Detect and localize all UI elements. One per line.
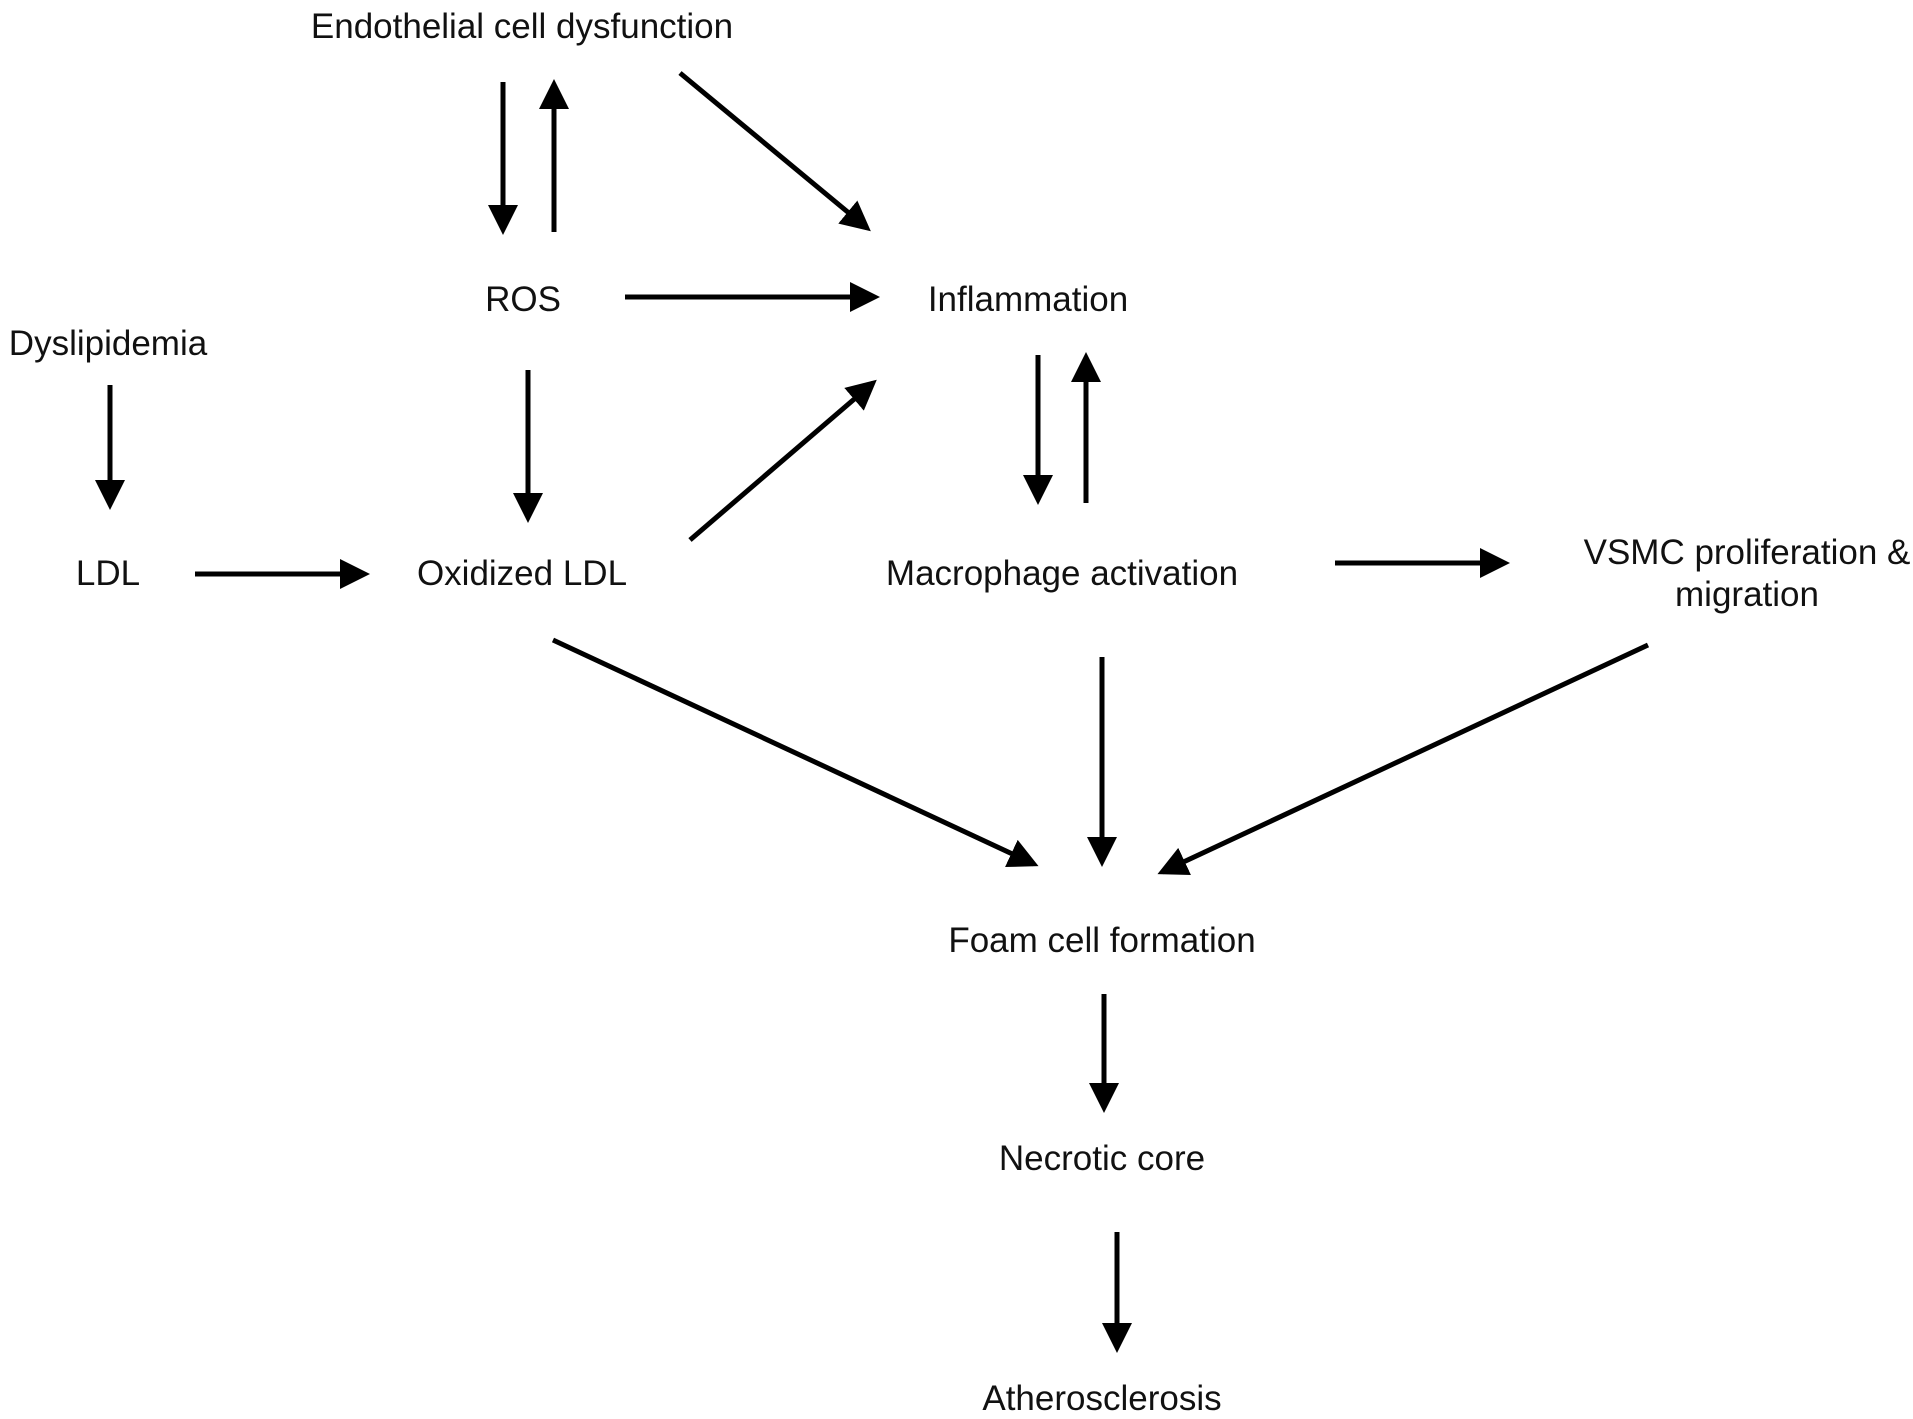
node-ros: ROS: [485, 280, 561, 319]
node-oxidized-ldl: Oxidized LDL: [417, 554, 627, 593]
node-foam-cell-formation: Foam cell formation: [948, 921, 1255, 960]
node-vsmc-line-1: VSMC proliferation &: [1584, 533, 1911, 572]
edges: [95, 71, 1650, 1353]
arrow-endothelial-to-inflammation: [678, 71, 871, 232]
node-atherosclerosis: Atherosclerosis: [982, 1379, 1221, 1418]
arrow-oxidized-ldl-to-foam-cell: [551, 637, 1039, 868]
arrow-vsmc-to-foam-cell: [1157, 642, 1650, 876]
node-ldl: LDL: [76, 554, 140, 593]
arrow-oxidized-ldl-to-inflammation: [688, 379, 877, 542]
node-endothelial-cell-dysfunction: Endothelial cell dysfunction: [311, 7, 733, 46]
node-inflammation: Inflammation: [928, 280, 1128, 319]
node-necrotic-core: Necrotic core: [999, 1139, 1205, 1178]
node-macrophage-activation: Macrophage activation: [886, 554, 1238, 593]
node-dyslipidemia: Dyslipidemia: [9, 324, 208, 363]
node-vsmc-line-2: migration: [1675, 575, 1819, 614]
